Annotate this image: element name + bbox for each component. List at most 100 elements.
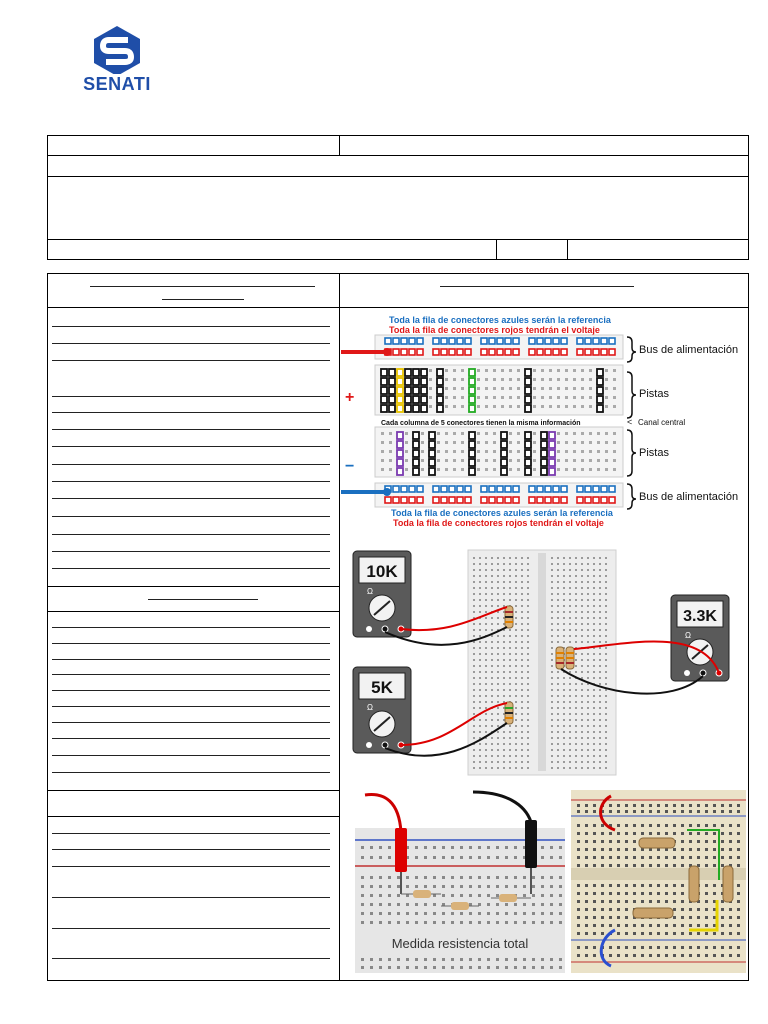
breadboard-hole (487, 921, 490, 924)
breadboard-hole (524, 440, 532, 449)
breadboard-hole (541, 369, 544, 372)
breadboard-hole (497, 737, 499, 739)
breadboard-hole (491, 713, 493, 715)
breadboard-hole (509, 755, 511, 757)
breadboard-hole (473, 665, 475, 667)
breadboard-hole (577, 832, 580, 835)
breadboard-hole (521, 737, 523, 739)
breadboard-hole (737, 804, 740, 807)
breadboard-hole (649, 848, 652, 851)
breadboard-hole (491, 755, 493, 757)
breadboard-hole (485, 761, 487, 763)
breadboard-hole (559, 856, 562, 859)
breadboard-hole (697, 946, 700, 949)
breadboard-hole (533, 459, 536, 462)
breadboard-hole (649, 924, 652, 927)
breadboard-hole (533, 468, 536, 471)
resistor-icon (401, 890, 441, 898)
breadboard-hole (609, 900, 612, 903)
breadboard-hole (633, 884, 636, 887)
breadboard-hole (485, 441, 488, 444)
breadboard-hole (536, 496, 544, 504)
breadboard-hole (617, 804, 620, 807)
breadboard-hole (581, 623, 583, 625)
breadboard-hole (581, 695, 583, 697)
breadboard-hole (584, 496, 592, 504)
breadboard-hole (424, 958, 427, 961)
breadboard-hole (396, 458, 404, 467)
breadboard-hole (503, 767, 505, 769)
breadboard-hole (424, 885, 427, 888)
red-caption-top: Toda la fila de conectores rojos tendrán… (389, 325, 600, 335)
breadboard-hole (421, 468, 424, 471)
breadboard-hole (473, 701, 475, 703)
breadboard-hole (737, 924, 740, 927)
breadboard-hole (557, 671, 559, 673)
breadboard-hole (400, 337, 408, 345)
breadboard-hole (491, 605, 493, 607)
writing-line (52, 627, 330, 628)
multimeter-diagram: 10K Ω 5K Ω 3.3K Ω (341, 545, 747, 780)
breadboard-hole (487, 903, 490, 906)
breadboard-hole (468, 377, 476, 386)
breadboard-hole (515, 563, 517, 565)
breadboard-hole (381, 432, 384, 435)
breadboard-hole (649, 864, 652, 867)
breadboard-hole (361, 846, 364, 849)
breadboard-hole (532, 903, 535, 906)
breadboard-hole (532, 966, 535, 969)
breadboard-hole (551, 761, 553, 763)
breadboard-hole (521, 677, 523, 679)
breadboard-hole (721, 916, 724, 919)
breadboard-hole (587, 641, 589, 643)
breadboard-hole (480, 485, 488, 493)
writing-line (52, 866, 330, 867)
breadboard-hole (599, 611, 601, 613)
breadboard-hole (485, 459, 488, 462)
breadboard-hole (581, 587, 583, 589)
breadboard-hole (509, 761, 511, 763)
breadboard-hole (689, 804, 692, 807)
breadboard-hole (440, 485, 448, 493)
breadboard-hole (416, 496, 424, 504)
breadboard-hole (460, 966, 463, 969)
breadboard-hole (509, 599, 511, 601)
breadboard-hole (697, 900, 700, 903)
breadboard-hole (381, 468, 384, 471)
breadboard-hole (577, 810, 580, 813)
writing-line (52, 738, 330, 739)
breadboard-hole (544, 337, 552, 345)
breadboard-hole (381, 450, 384, 453)
breadboard-hole (479, 599, 481, 601)
breadboard-hole (503, 677, 505, 679)
breadboard-hole (478, 912, 481, 915)
breadboard-hole (405, 441, 408, 444)
breadboard-hole (491, 749, 493, 751)
breadboard-hole (617, 954, 620, 957)
breadboard-hole (657, 924, 660, 927)
breadboard-hole (577, 884, 580, 887)
breadboard-hole (408, 496, 416, 504)
breadboard-hole (559, 912, 562, 915)
breadboard-hole (551, 563, 553, 565)
breadboard-hole (673, 916, 676, 919)
breadboard-hole (515, 713, 517, 715)
breadboard-hole (521, 767, 523, 769)
breadboard-hole (527, 581, 529, 583)
breadboard-hole (599, 617, 601, 619)
breadboard-hole (388, 903, 391, 906)
breadboard-hole (527, 677, 529, 679)
breadboard-hole (605, 719, 607, 721)
breadboard-hole (497, 617, 499, 619)
breadboard-hole (485, 557, 487, 559)
breadboard-hole (581, 719, 583, 721)
breadboard-hole (503, 683, 505, 685)
breadboard-hole (485, 671, 487, 673)
breadboard-hole (389, 468, 392, 471)
breadboard-hole (557, 441, 560, 444)
breadboard-hole (737, 864, 740, 867)
breadboard-hole (524, 449, 532, 458)
breadboard-hole (479, 563, 481, 565)
breadboard-hole (587, 635, 589, 637)
breadboard-hole (485, 767, 487, 769)
